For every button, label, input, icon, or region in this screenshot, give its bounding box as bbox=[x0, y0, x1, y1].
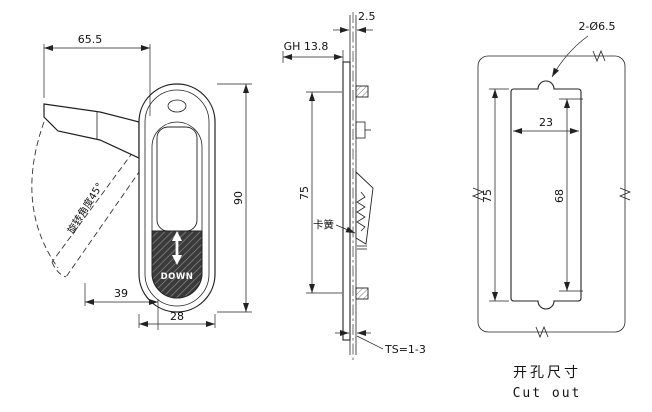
break-mark bbox=[471, 187, 485, 201]
cutout-view: 2-Ø6.5 23 75 68 开孔尺寸 Cut out bbox=[471, 20, 632, 401]
dim-body-width-label: 28 bbox=[170, 310, 184, 323]
leader-line bbox=[335, 224, 356, 234]
button-arrow-shaft bbox=[175, 241, 179, 255]
rotation-arc bbox=[31, 121, 59, 269]
cutout-shape bbox=[510, 80, 582, 310]
handle bbox=[43, 103, 140, 159]
dim-grip-height-label: GH 13.8 bbox=[284, 40, 329, 53]
down-label: DOWN bbox=[161, 272, 194, 282]
front-view: 旋转角度45° DOWN 65.5 90 39 28 bbox=[31, 33, 252, 330]
latch-detail bbox=[355, 121, 366, 139]
dim-handle-width-label: 65.5 bbox=[78, 33, 103, 46]
break-mark bbox=[618, 187, 632, 201]
cutout-caption-cn: 开孔尺寸 bbox=[513, 365, 581, 381]
handle-phantom-edge bbox=[65, 161, 147, 278]
circlip-label: 卡簧 bbox=[313, 218, 334, 231]
body-face bbox=[144, 89, 210, 307]
cam-lever bbox=[355, 170, 374, 245]
pivot-detail bbox=[167, 99, 187, 113]
mount-stud-bottom bbox=[355, 287, 369, 300]
dim-handle-reach-label: 39 bbox=[114, 287, 128, 300]
handle-phantom-tip bbox=[51, 261, 67, 278]
dim-cutout-width-label: 23 bbox=[539, 116, 553, 129]
panel-thickness-label: TS=1-3 bbox=[384, 343, 426, 356]
break-mark bbox=[535, 325, 549, 339]
rotation-angle-label: 旋转角度45° bbox=[64, 180, 106, 236]
handle-phantom-edge bbox=[51, 151, 134, 263]
button-arrow-down-icon bbox=[172, 255, 182, 265]
break-mark bbox=[592, 49, 606, 63]
key-window bbox=[156, 126, 198, 232]
dim-cutout-height-label: 68 bbox=[553, 189, 566, 203]
side-view: 2.5 GH 13.8 75 卡簧 TS=1-3 bbox=[282, 10, 426, 360]
dim-overall-height-label: 75 bbox=[481, 189, 494, 203]
flange-plate bbox=[342, 61, 351, 341]
holes-callout-label: 2-Ø6.5 bbox=[578, 20, 615, 33]
spring bbox=[356, 191, 366, 232]
mount-stud-top bbox=[355, 85, 369, 98]
button-arrow-up-icon bbox=[172, 231, 182, 241]
dim-body-height-label: 90 bbox=[232, 191, 245, 205]
leader-line bbox=[551, 35, 589, 78]
dim-mount-spacing-label: 75 bbox=[298, 186, 311, 200]
dim-flange-thickness-label: 2.5 bbox=[358, 10, 376, 23]
leader-line bbox=[356, 335, 384, 350]
cutout-caption-en: Cut out bbox=[513, 386, 582, 401]
